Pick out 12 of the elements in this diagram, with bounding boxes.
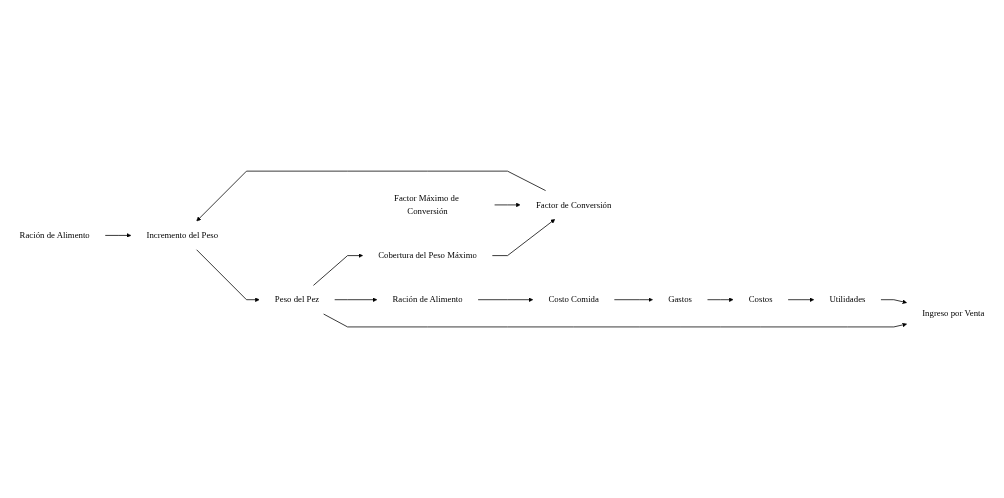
- node-text: Utilidades: [829, 294, 866, 305]
- node-text: Gastos: [668, 294, 693, 305]
- node-text: Costos: [748, 294, 773, 305]
- node-text: Incremento del Peso: [146, 230, 219, 240]
- node-text: Peso del Pez: [274, 294, 320, 305]
- node-text: Factor de Conversión: [535, 199, 612, 210]
- node-text: Ingreso por Venta: [922, 307, 985, 318]
- node-text: Cobertura del Peso Máximo: [378, 250, 477, 260]
- node-text: Ración de Alimento: [392, 294, 463, 305]
- node-text: Factor Máximo de Conversión: [394, 192, 459, 216]
- node-text: Costo Comida: [548, 294, 599, 305]
- node-text: Ración de Alimento: [19, 230, 90, 240]
